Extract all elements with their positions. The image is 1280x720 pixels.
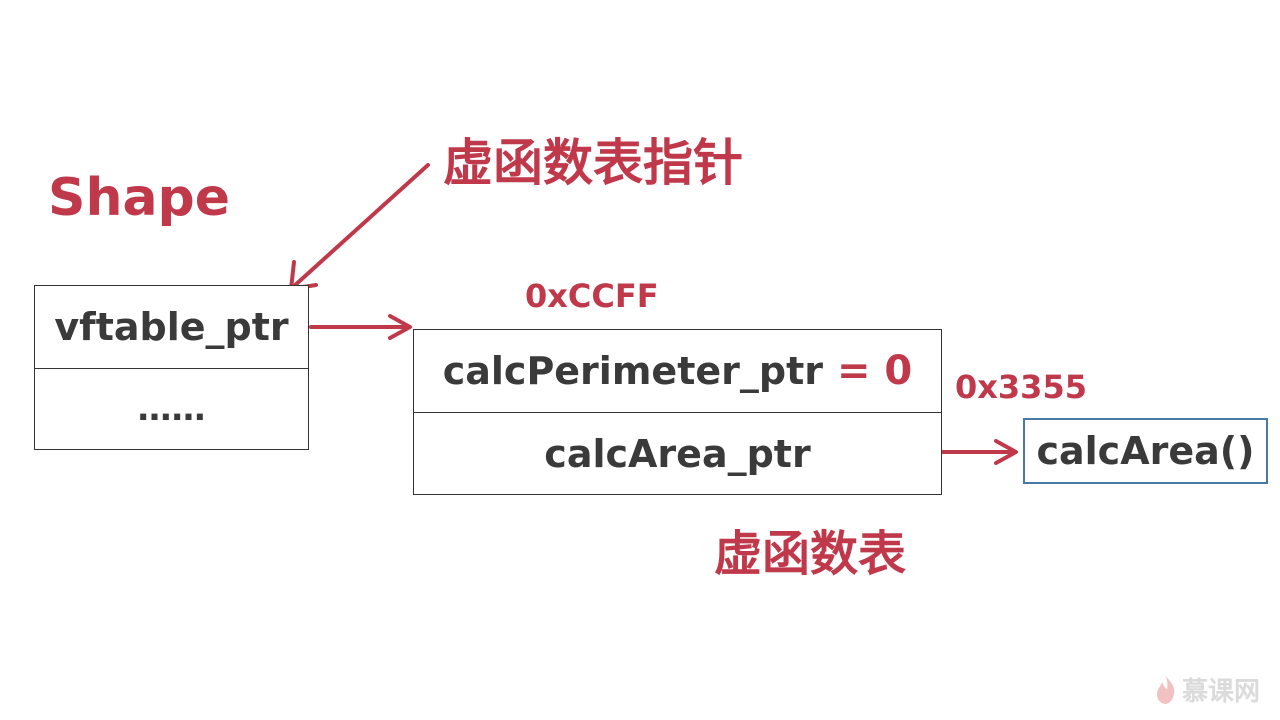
shape-row-ellipsis: …… <box>35 367 308 450</box>
vtable-row-name: calcArea_ptr <box>544 431 811 476</box>
vptr-to-vtable-arrow <box>309 314 412 340</box>
flame-logo-icon <box>1156 675 1175 704</box>
vptr-pointer-arrow <box>289 163 430 291</box>
class-name: Shape <box>48 168 231 228</box>
calcarea-ptr-to-func-arrow <box>941 439 1018 465</box>
vtable-row-calcperimeter: calcPerimeter_ptr = 0 <box>414 330 941 412</box>
shape-object-box: vftable_ptr …… <box>34 285 309 450</box>
func-box-label: calcArea() <box>1036 429 1255 473</box>
vtable-box: calcPerimeter_ptr = 0 calcArea_ptr <box>413 329 942 495</box>
shape-row-vftable-ptr: vftable_ptr <box>35 286 308 368</box>
calcarea-function-box: calcArea() <box>1023 418 1268 484</box>
watermark-text: 慕课网 <box>1181 677 1260 707</box>
shape-row-label: …… <box>137 388 206 429</box>
vtable-row-name: calcPerimeter_ptr <box>442 349 823 393</box>
vtable-row-calcarea: calcArea_ptr <box>414 412 941 494</box>
vtable-caption: 虚函数表 <box>714 526 907 582</box>
func-address: 0x3355 <box>955 368 1087 406</box>
pure-virtual-assign: = 0 <box>836 348 913 394</box>
vtable-address: 0xCCFF <box>525 277 659 315</box>
shape-row-label: vftable_ptr <box>54 304 289 349</box>
watermark-logo: 慕课网 <box>1154 671 1260 708</box>
vptr-caption: 虚函数表指针 <box>443 134 743 192</box>
